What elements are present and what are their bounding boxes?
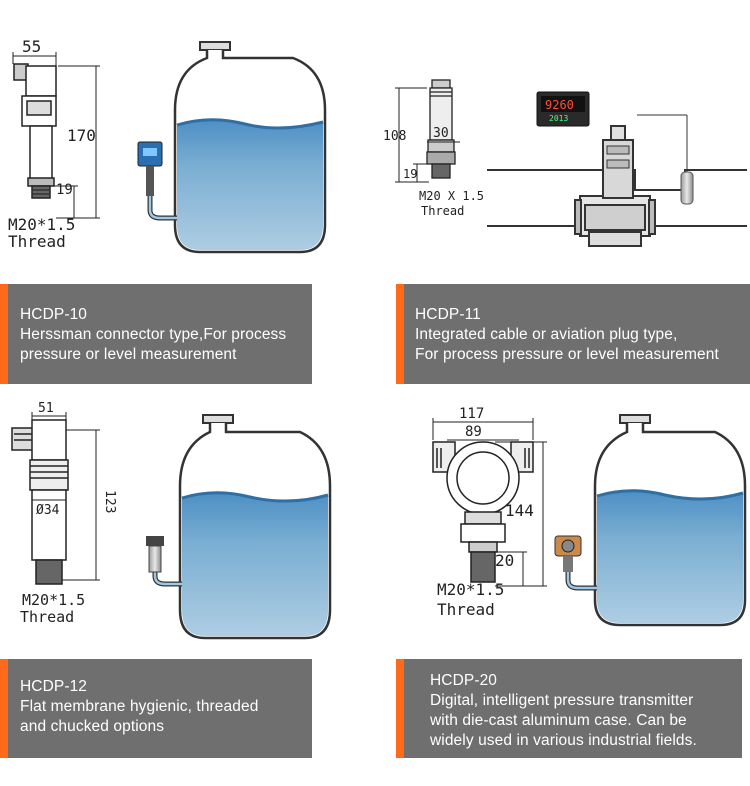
dimension-lines <box>31 412 100 581</box>
caption-accent-bar <box>396 284 404 384</box>
pipeline-illustration <box>487 114 747 247</box>
panel-hcdp-12: 51 Ø34 123 M20*1.5 Thread <box>0 390 375 660</box>
panel-hcdp-20: 117 89 144 20 M20*1.5 Thread <box>375 390 750 660</box>
description-line: Digital, intelligent pressure transmitte… <box>430 692 694 709</box>
hcdp-12-diagram: 51 Ø34 123 M20*1.5 Thread <box>11 401 332 640</box>
caption-hcdp-10: HCDP-10 Herssman connector type,For proc… <box>0 284 312 384</box>
dim-width-30: 30 <box>433 126 449 141</box>
dim-thread-label: Thread <box>20 608 74 626</box>
caption-accent-bar <box>396 659 404 758</box>
dim-width-51: 51 <box>38 401 54 416</box>
display-subvalue: 2013 <box>549 114 568 123</box>
caption-accent-bar <box>0 659 8 758</box>
dim-thread-length-19: 19 <box>403 167 417 181</box>
dim-thread-label: Thread <box>421 204 464 218</box>
dim-width-89: 89 <box>465 424 482 440</box>
description-line: Herssman connector type,For process <box>20 326 287 343</box>
dim-width-55: 55 <box>22 37 41 56</box>
dim-thread-spec: M20*1.5 <box>8 215 75 234</box>
transmitter-drawing <box>13 63 57 199</box>
caption-hcdp-11: HCDP-11 Integrated cable or aviation plu… <box>396 284 750 384</box>
mini-transmitter-icon <box>554 535 582 572</box>
description-line: pressure or level measurement <box>20 346 237 363</box>
dim-thread-label: Thread <box>437 600 495 619</box>
mini-transmitter-icon <box>137 141 163 196</box>
dim-thread-spec: M20*1.5 <box>437 580 504 599</box>
display-value: 9260 <box>545 98 574 112</box>
description-line: with die-cast aluminum case. Can be <box>430 712 687 729</box>
dim-thread-length-20: 20 <box>495 551 514 570</box>
model-title: HCDP-11 <box>415 306 481 323</box>
transmitter-drawing <box>426 79 456 179</box>
dim-thread-spec: M20*1.5 <box>22 591 85 609</box>
dim-width-117: 117 <box>459 406 484 422</box>
model-title: HCDP-20 <box>430 672 498 689</box>
panel-hcdp-10: 55 170 19 M20*1.5 Thread <box>0 0 375 290</box>
dim-diameter: Ø34 <box>36 503 60 518</box>
sensor-probe-icon <box>680 171 694 205</box>
digital-display-controller: 9260 2013 <box>536 91 590 127</box>
dimension-lines <box>432 418 547 587</box>
caption-hcdp-20: HCDP-20 Digital, intelligent pressure tr… <box>396 659 742 758</box>
dim-thread-spec: M20 X 1.5 <box>419 189 484 203</box>
tank-illustration <box>565 414 747 627</box>
dim-height-123: 123 <box>102 490 117 513</box>
dim-thread-label: Thread <box>8 232 66 251</box>
description-line: and chucked options <box>20 718 165 735</box>
description-line: Integrated cable or aviation plug type, <box>415 326 678 343</box>
transmitter-drawing <box>11 419 69 585</box>
tank-illustration <box>147 41 327 254</box>
model-title: HCDP-10 <box>20 306 88 323</box>
dimension-lines <box>12 52 100 219</box>
panel-hcdp-11: 108 30 19 M20 X 1.5 Thread 9260 <box>375 0 750 290</box>
hcdp-20-diagram: 117 89 144 20 M20*1.5 Thread <box>432 406 747 627</box>
hcdp-11-diagram: 108 30 19 M20 X 1.5 Thread 9260 <box>383 79 747 247</box>
transmitter-drawing <box>432 441 534 583</box>
description-line: For process pressure or level measuremen… <box>415 346 719 363</box>
hcdp-10-diagram: 55 170 19 M20*1.5 Thread <box>8 37 327 254</box>
tank-illustration <box>152 414 332 640</box>
dim-height-144: 144 <box>505 501 534 520</box>
model-title: HCDP-12 <box>20 678 88 695</box>
dim-height-108: 108 <box>383 129 406 144</box>
description-line: Flat membrane hygienic, threaded <box>20 698 259 715</box>
dimension-lines <box>395 87 460 183</box>
description-line: widely used in various industrial fields… <box>430 732 697 749</box>
dim-thread-length-19: 19 <box>56 182 73 198</box>
mini-transmitter-icon <box>146 536 164 573</box>
caption-hcdp-12: HCDP-12 Flat membrane hygienic, threaded… <box>0 659 312 758</box>
caption-accent-bar <box>0 284 8 384</box>
dim-height-170: 170 <box>67 126 96 145</box>
